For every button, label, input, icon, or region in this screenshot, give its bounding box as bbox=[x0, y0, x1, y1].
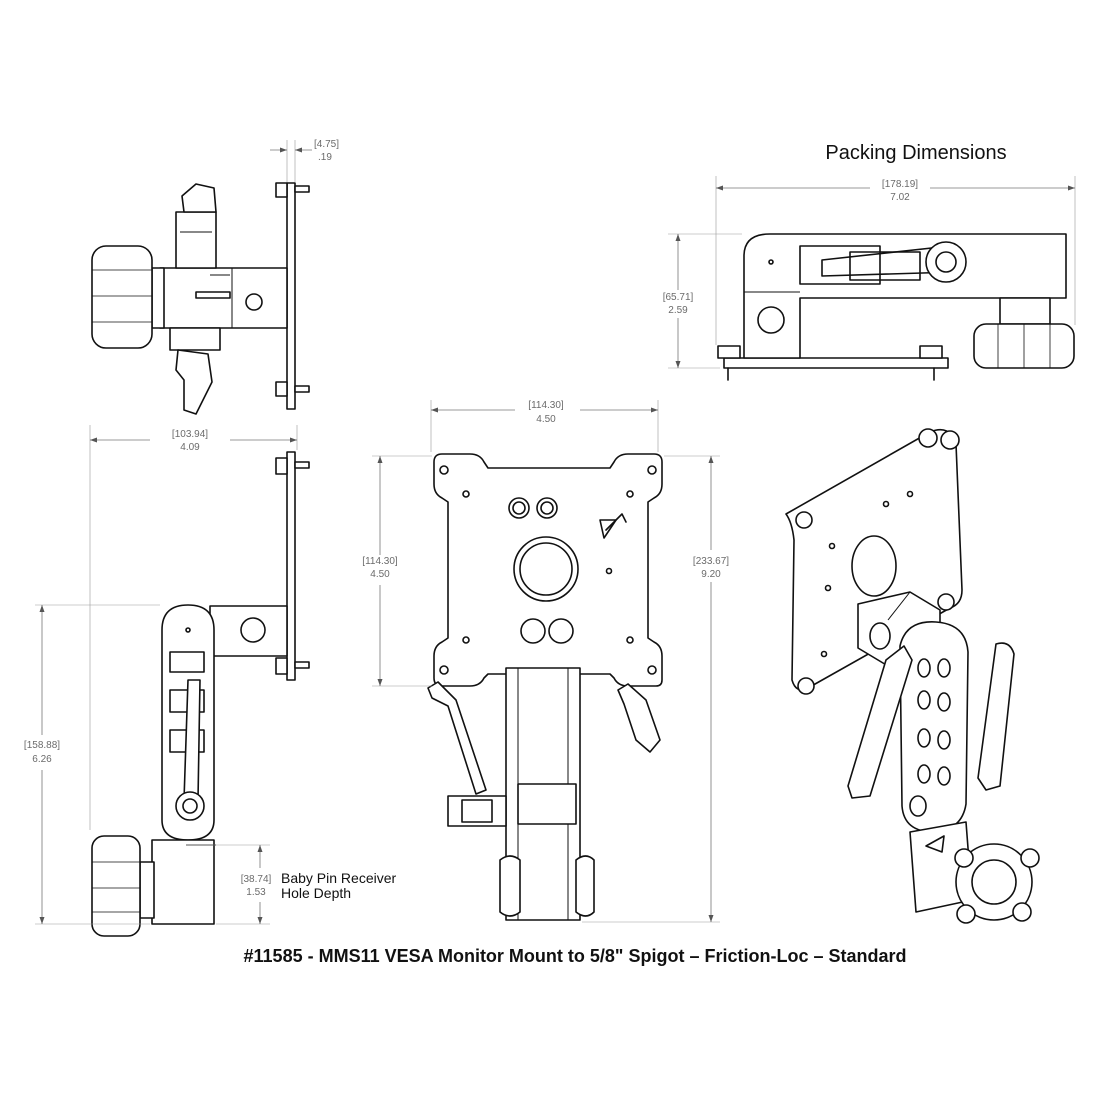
dim-front-height: [233.67] 9.20 bbox=[582, 455, 729, 923]
dim-front-width: [114.30] 4.50 bbox=[430, 400, 659, 452]
packing-view bbox=[717, 233, 1075, 381]
plate-thickness-mm: [4.75] bbox=[314, 139, 339, 150]
mount-logo-icon bbox=[599, 513, 627, 539]
front-vesa-mm: [114.30] bbox=[362, 556, 398, 567]
side-height-in: 6.26 bbox=[32, 754, 52, 765]
side-view-folded bbox=[91, 451, 310, 937]
side-height-mm: [158.88] bbox=[24, 740, 60, 751]
dim-side-depth: [103.94] 4.09 bbox=[89, 425, 298, 830]
front-view bbox=[427, 453, 663, 921]
caption: #11585 - MMS11 VESA Monitor Mount to 5/8… bbox=[244, 946, 907, 966]
plate-thickness-in: .19 bbox=[318, 152, 332, 163]
pack-length-mm: [178.19] bbox=[882, 179, 918, 190]
knob-icon bbox=[954, 843, 1040, 924]
pack-height-mm: [65.71] bbox=[663, 292, 694, 303]
front-height-mm: [233.67] bbox=[693, 556, 729, 567]
pin-label-line2: Hole Depth bbox=[281, 885, 351, 901]
front-vesa-in: 4.50 bbox=[370, 569, 390, 580]
dim-front-vesa: [114.30] 4.50 bbox=[362, 455, 432, 687]
side-view-top bbox=[91, 182, 310, 415]
pack-length-in: 7.02 bbox=[890, 192, 910, 203]
pack-height-in: 2.59 bbox=[668, 305, 688, 316]
pin-depth-in: 1.53 bbox=[246, 887, 266, 898]
pin-label-line1: Baby Pin Receiver bbox=[281, 870, 397, 886]
side-depth-mm: [103.94] bbox=[172, 429, 208, 440]
dim-pack-length: [178.19] 7.02 bbox=[715, 176, 1076, 345]
dim-side-height: [158.88] 6.26 bbox=[24, 604, 160, 925]
dim-pin-depth: [38.74] 1.53 Baby Pin Receiver Hole Dept… bbox=[186, 844, 397, 925]
packing-title: Packing Dimensions bbox=[825, 142, 1006, 164]
pin-depth-mm: [38.74] bbox=[241, 874, 272, 885]
side-depth-in: 4.09 bbox=[180, 442, 200, 453]
front-width-in: 4.50 bbox=[536, 414, 556, 425]
front-height-in: 9.20 bbox=[701, 569, 721, 580]
dim-plate-thickness: [4.75] .19 bbox=[270, 139, 339, 182]
isometric-view bbox=[785, 428, 1040, 924]
dim-pack-height: [65.71] 2.59 bbox=[663, 233, 742, 369]
front-width-mm: [114.30] bbox=[528, 400, 564, 411]
